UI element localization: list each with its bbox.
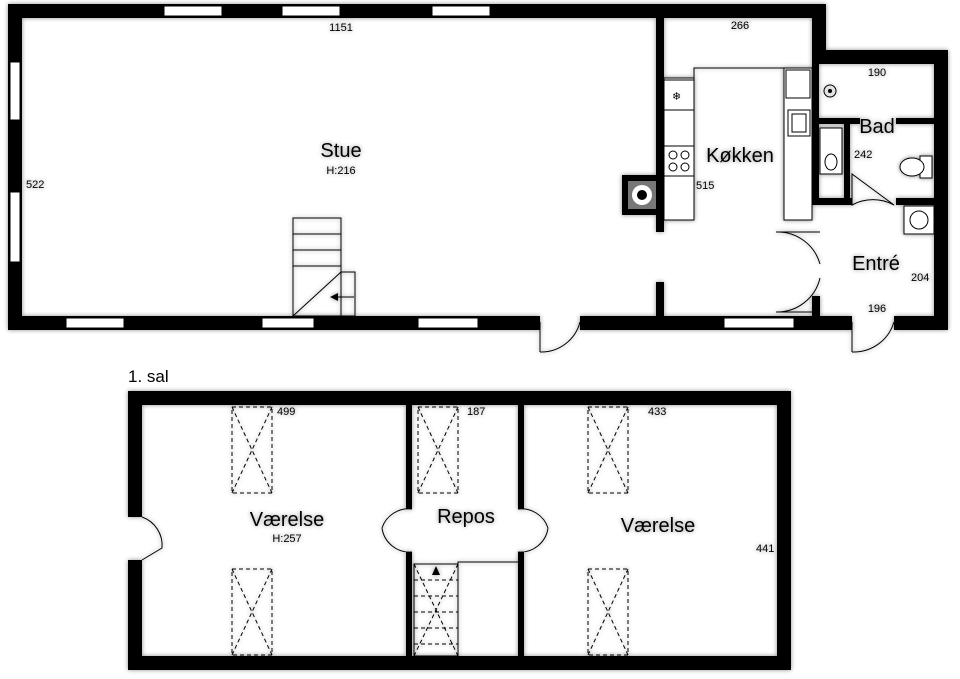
north-wall — [8, 4, 826, 18]
window — [261, 317, 315, 329]
west-wall-upper — [128, 391, 142, 517]
snowflake-icon: ❄ — [672, 91, 681, 103]
partition-left-upper — [406, 405, 412, 509]
stue-kitchen-wall — [656, 18, 664, 232]
skylight-icon — [587, 568, 629, 656]
bath-fixtures — [819, 84, 935, 235]
window — [723, 317, 795, 329]
door-swing — [539, 321, 581, 353]
washing-machine-icon — [903, 205, 935, 235]
floor-label: 1. sal — [128, 367, 169, 386]
window — [281, 5, 341, 17]
washbasin-icon — [819, 127, 843, 175]
cooktop-icon — [663, 145, 695, 177]
partition-left-lower — [406, 552, 412, 658]
partition-right-upper — [518, 405, 524, 509]
bath-south-wall — [812, 198, 852, 205]
dimension-repos-width: 187 — [467, 406, 485, 418]
door-swing — [141, 516, 163, 561]
dimension-bad-depth: 242 — [854, 149, 872, 161]
door-swing — [775, 231, 821, 313]
room-name-stue: Stue — [320, 140, 361, 162]
stue-kitchen-wall-lower — [656, 282, 664, 318]
room-name-repos: Repos — [437, 506, 495, 528]
kitchen-counter: ❄ — [663, 67, 813, 221]
door-swing — [517, 508, 549, 553]
dishwasher-icon — [785, 69, 811, 99]
kitchen-sink-icon — [787, 109, 811, 137]
room-height-stue: H:216 — [326, 165, 355, 177]
bath-north-wall — [812, 50, 948, 64]
bath-inner-wall — [812, 118, 860, 124]
room-name-bad: Bad — [859, 116, 895, 138]
dimension-right-width: 433 — [648, 406, 666, 418]
ground-floor: ❄ Stue H:216 Køkken Bad Entré 1151 — [8, 4, 948, 353]
skylight-icon — [231, 406, 273, 494]
door-swing — [851, 321, 895, 353]
first-floor: Værelse H:257 Repos Værelse 499 187 433 … — [128, 391, 791, 670]
bath-inner-wall-right — [896, 118, 934, 124]
stair-arrow-icon — [330, 293, 338, 301]
dimension-entre-depth: 204 — [911, 272, 929, 284]
skylight-icon — [587, 406, 629, 494]
dimension-right-depth: 441 — [756, 543, 774, 555]
room-height-vaerelse-left: H:257 — [272, 533, 301, 545]
dimension-left-width: 499 — [277, 406, 295, 418]
bath-partition — [844, 124, 850, 200]
fridge-icon — [663, 79, 695, 111]
dimension-entre-width: 196 — [868, 303, 886, 315]
room-name-entre: Entré — [852, 253, 900, 275]
kitchen-east-wall — [812, 4, 826, 64]
skylight-icon — [417, 406, 459, 494]
staircase — [413, 561, 518, 657]
entre-wall-stub — [812, 296, 820, 318]
south-wall — [128, 656, 791, 670]
dimension-stue-width: 1151 — [329, 22, 353, 34]
window — [417, 317, 479, 329]
room-name-vaerelse-left: Værelse — [250, 509, 324, 531]
bath-south-wall-right — [896, 198, 934, 205]
skylight-icon — [231, 568, 273, 656]
door-swing — [381, 508, 413, 553]
window — [9, 191, 21, 263]
window — [65, 317, 125, 329]
kitchen-bath-wall — [812, 64, 819, 204]
east-wall — [934, 50, 948, 330]
staircase — [292, 217, 356, 317]
stove-icon — [622, 175, 660, 215]
dimension-kokken-width: 266 — [731, 20, 749, 32]
room-name-kokken: Køkken — [706, 145, 774, 167]
east-wall — [777, 391, 791, 670]
window — [163, 5, 223, 17]
shower-icon — [823, 84, 837, 98]
dimension-kokken-depth: 515 — [696, 180, 714, 192]
window — [431, 5, 491, 17]
window — [9, 61, 21, 121]
room-name-vaerelse-right: Værelse — [621, 515, 695, 537]
stair-arrow-icon — [432, 566, 440, 575]
partition-right-lower — [518, 552, 524, 658]
dimension-stue-depth: 522 — [26, 179, 44, 191]
dimension-bad-width: 190 — [868, 67, 886, 79]
west-wall — [8, 4, 22, 330]
south-wall-kitchen — [580, 316, 852, 330]
west-wall-lower — [128, 560, 142, 670]
north-wall — [128, 391, 791, 405]
door-swing — [851, 173, 895, 206]
